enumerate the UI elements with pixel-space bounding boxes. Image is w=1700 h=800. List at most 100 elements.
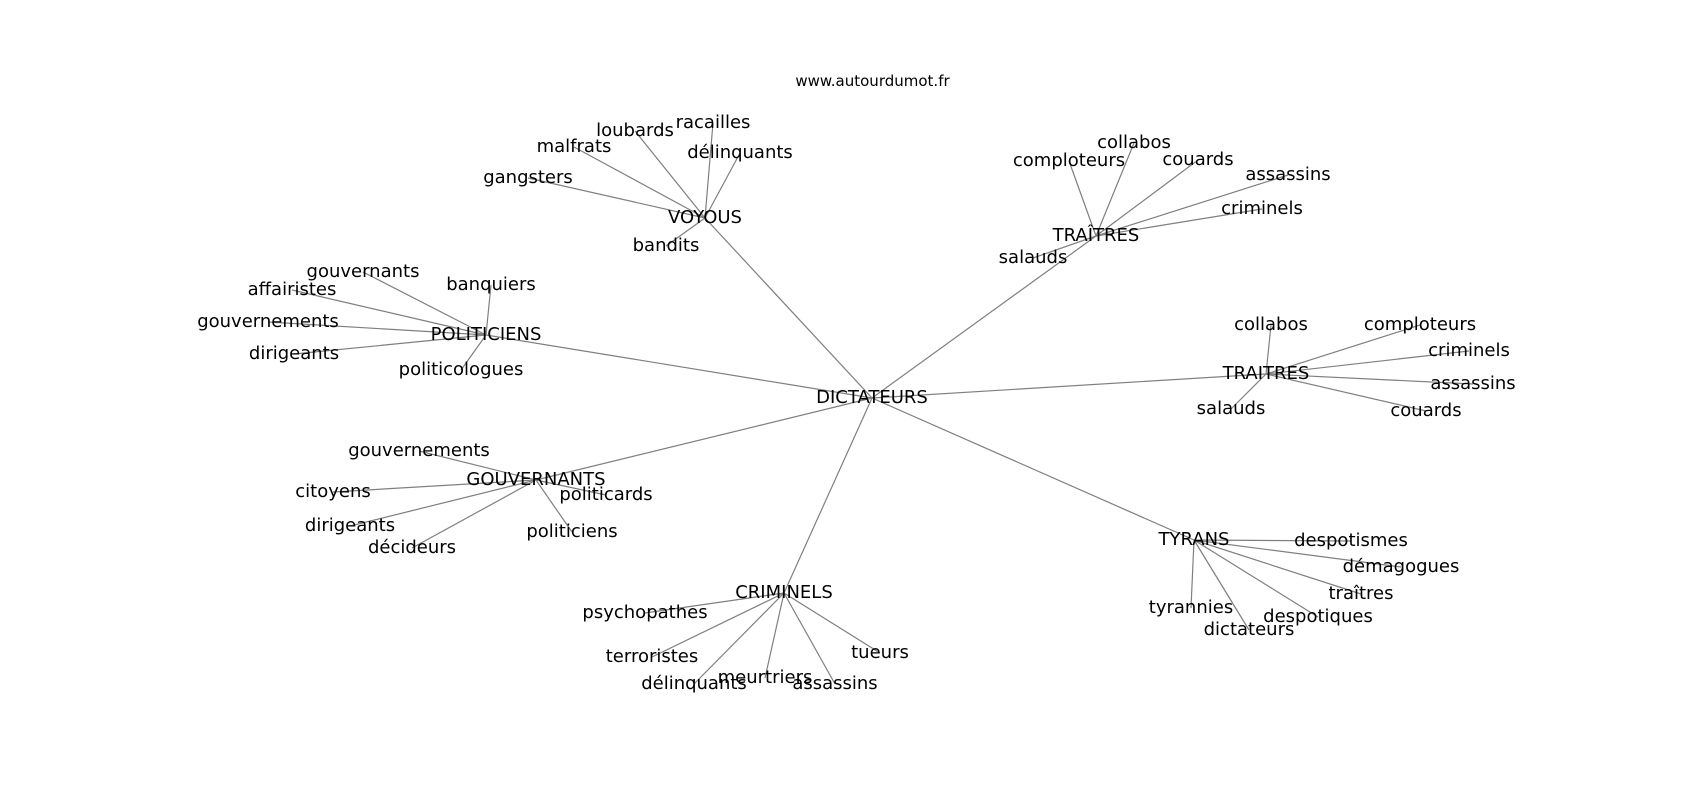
hub-node-label: TYRANS — [1158, 529, 1230, 550]
leaf-node-label: couards — [1162, 149, 1233, 170]
edge-hub-leaf — [693, 592, 785, 685]
edge-center-hub — [485, 334, 873, 399]
leaf-node-label: politicologues — [399, 359, 524, 380]
edge-center-hub — [871, 397, 1195, 541]
edge-hub-leaf — [267, 321, 487, 336]
leaf-node-label: collabos — [1234, 314, 1308, 335]
center-node-label: DICTATEURS — [816, 387, 928, 408]
edge-center-hub — [871, 235, 1097, 399]
source-watermark: www.autourdumot.fr — [795, 72, 950, 90]
edge-hub-leaf — [1193, 539, 1250, 631]
leaf-node-label: bandits — [633, 235, 700, 256]
leaf-node-label: politiciens — [526, 521, 617, 542]
edge-hub-leaf — [1032, 235, 1097, 259]
edge-hub-leaf — [651, 592, 785, 658]
edge-hub-leaf — [783, 592, 836, 685]
edge-hub-leaf — [535, 479, 607, 496]
leaf-node-label: salauds — [999, 247, 1068, 268]
edge-hub-leaf — [1265, 350, 1470, 375]
leaf-node-label: meurtriers — [718, 667, 813, 688]
hub-node-label: POLITICIENS — [431, 324, 542, 345]
edge-hub-leaf — [535, 479, 573, 533]
edge-hub-leaf — [704, 152, 741, 219]
edge-hub-leaf — [634, 130, 706, 219]
edge-hub-leaf — [1068, 160, 1097, 237]
leaf-node-label: comploteurs — [1013, 150, 1125, 171]
edge-hub-leaf — [485, 284, 492, 336]
leaf-node-label: politicards — [559, 484, 652, 505]
edge-hub-leaf — [293, 334, 487, 355]
leaf-node-label: gouvernements — [197, 311, 339, 332]
edge-center-hub — [535, 397, 873, 481]
edge-hub-leaf — [704, 122, 714, 219]
leaf-node-label: gouvernants — [307, 261, 420, 282]
edge-hub-leaf — [291, 289, 487, 336]
hub-node-label: GOUVERNANTS — [466, 469, 605, 490]
hub-node-label: CRIMINELS — [735, 582, 833, 603]
edge-hub-leaf — [1265, 324, 1272, 375]
edge-hub-leaf — [1095, 174, 1289, 237]
edge-hub-leaf — [665, 217, 706, 247]
leaf-node-label: affairistes — [248, 279, 337, 300]
edge-hub-leaf — [1265, 324, 1421, 375]
edge-hub-leaf — [1193, 539, 1352, 542]
leaf-node-label: despotismes — [1294, 530, 1408, 551]
leaf-node-label: criminels — [1221, 198, 1303, 219]
edge-center-hub — [704, 217, 873, 399]
hub-node-label: VOYOUS — [668, 207, 742, 228]
leaf-node-label: despotiques — [1263, 606, 1373, 627]
leaf-node-label: banquiers — [446, 274, 536, 295]
edge-hub-leaf — [1193, 539, 1319, 618]
leaf-node-label: couards — [1390, 400, 1461, 421]
leaf-node-label: gangsters — [483, 167, 573, 188]
leaf-node-label: collabos — [1097, 132, 1171, 153]
edge-hub-leaf — [1230, 373, 1267, 410]
edge-hub-leaf — [1095, 142, 1135, 237]
leaf-node-label: criminels — [1428, 340, 1510, 361]
leaf-node-label: délinquants — [641, 673, 747, 694]
leaf-node-label: malfrats — [537, 136, 612, 157]
leaf-node-label: dictateurs — [1204, 619, 1295, 640]
leaf-node-label: tueurs — [851, 642, 909, 663]
leaf-node-label: salauds — [1197, 398, 1266, 419]
leaf-node-label: citoyens — [295, 481, 370, 502]
edge-hub-leaf — [573, 146, 706, 219]
leaf-node-label: démagogues — [1343, 556, 1460, 577]
edge-hub-leaf — [1193, 539, 1402, 568]
hub-node-label: TRAÎTRES — [1052, 224, 1140, 246]
leaf-node-label: psychopathes — [582, 602, 707, 623]
leaf-node-label: assassins — [792, 673, 877, 694]
leaf-node-label: dirigeants — [305, 515, 395, 536]
edge-hub-leaf — [783, 592, 881, 654]
edge-hub-leaf — [527, 177, 706, 219]
edge-hub-leaf — [362, 271, 487, 336]
hub-node-label: TRAITRES — [1222, 363, 1310, 384]
edge-hub-leaf — [411, 479, 537, 549]
leaf-node-label: gouvernements — [348, 440, 490, 461]
leaf-node-label: délinquants — [687, 142, 793, 163]
edge-hub-leaf — [349, 479, 537, 527]
leaf-node-label: assassins — [1430, 373, 1515, 394]
leaf-node-label: décideurs — [368, 537, 456, 558]
leaf-node-label: tyrannies — [1149, 597, 1233, 618]
leaf-node-label: terroristes — [606, 646, 699, 667]
leaf-node-label: comploteurs — [1364, 314, 1476, 335]
leaf-node-label: traîtres — [1328, 583, 1393, 604]
edge-center-hub — [783, 397, 873, 594]
edge-hub-leaf — [1265, 373, 1474, 385]
edges — [267, 122, 1474, 685]
edge-center-hub — [871, 373, 1267, 399]
leaf-node-label: assassins — [1245, 164, 1330, 185]
edge-hub-leaf — [1193, 539, 1362, 595]
edge-hub-leaf — [1265, 373, 1427, 412]
edge-hub-leaf — [418, 450, 537, 481]
edge-hub-leaf — [1190, 539, 1195, 609]
node-labels: DICTATEURS VOYOUS racaillesloubardsmalfrat… — [197, 112, 1515, 694]
edge-hub-leaf — [332, 479, 537, 493]
edge-hub-leaf — [1095, 159, 1199, 237]
leaf-node-label: racailles — [676, 112, 751, 133]
leaf-node-label: loubards — [596, 120, 674, 141]
edge-hub-leaf — [460, 334, 487, 371]
edge-hub-leaf — [644, 592, 785, 614]
